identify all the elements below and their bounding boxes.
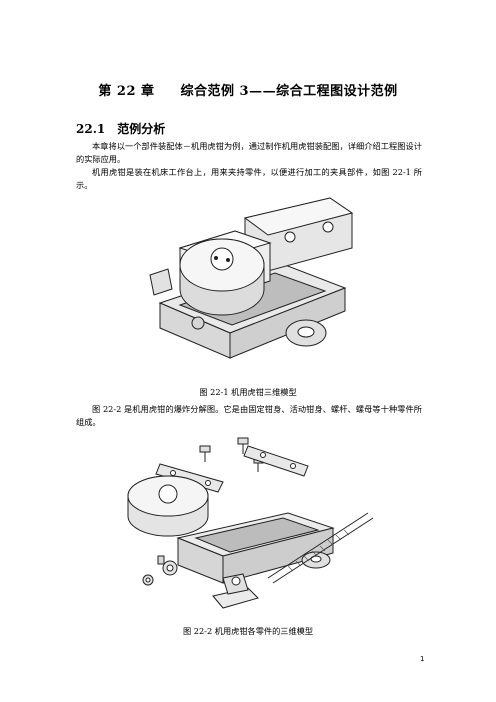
paragraph-intro: 本章将以一个部件装配体－机用虎钳为例，通过制作机用虎钳装配图，详细介绍工程图设计… <box>76 141 422 164</box>
section-number: 22.1 <box>76 122 106 136</box>
section-title: 22.1 范例分析 <box>76 120 165 137</box>
chapter-number: 第 22 章 <box>98 84 155 99</box>
figure-1-caption: 图 22-1 机用虎钳三维模型 <box>199 387 297 397</box>
figure-2-caption: 图 22-2 机用虎钳各零件的三维模型 <box>182 626 314 636</box>
vise-assembly-figure <box>149 197 354 359</box>
chapter-title-text: 综合范例 3——综合工程图设计范例 <box>180 84 398 99</box>
section-title-text: 范例分析 <box>117 122 166 136</box>
chapter-title: 第 22 章 综合范例 3——综合工程图设计范例 <box>0 80 496 99</box>
paragraph-exploded-view: 图 22-2 是机用虎钳的爆炸分解图。它是由固定钳身、活动钳身、螺杆、螺母等十种… <box>76 404 422 427</box>
vise-exploded-parts-figure <box>127 437 374 609</box>
page-number: 1 <box>420 655 425 663</box>
paragraph-vise-description: 机用虎钳是装在机床工作台上，用来夹持零件，以便进行加工的夹具部件，如图 22-1… <box>76 167 422 190</box>
